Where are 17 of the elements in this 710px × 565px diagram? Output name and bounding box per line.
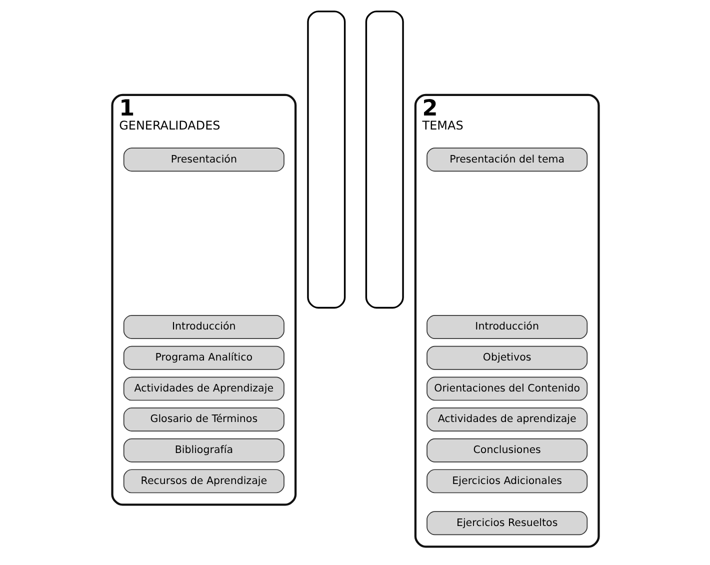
node-box: Programa Analítico (122, 346, 284, 370)
node-box: Presentación del tema (426, 148, 588, 172)
node-box: Ejercicios Resueltos (426, 511, 588, 536)
node-box: Ejercicios Adicionales (426, 469, 588, 494)
node-box: Actividades de Aprendizaje (122, 376, 284, 401)
node-box: Introducción (122, 315, 284, 340)
node-box: Objetivos (426, 346, 588, 370)
node-box: Presentación (122, 148, 284, 172)
node-box: Actividades de aprendizaje (426, 408, 588, 432)
node-box: Glosario de Términos (122, 408, 284, 432)
node-box: Orientaciones del Contenido (426, 376, 588, 401)
node-box (306, 10, 346, 309)
node-box (364, 10, 404, 309)
node-box: Introducción (426, 315, 588, 340)
node-box: Recursos de Aprendizaje (122, 469, 284, 494)
node-box: Conclusiones (426, 438, 588, 462)
node-box: Bibliografía (122, 438, 284, 462)
